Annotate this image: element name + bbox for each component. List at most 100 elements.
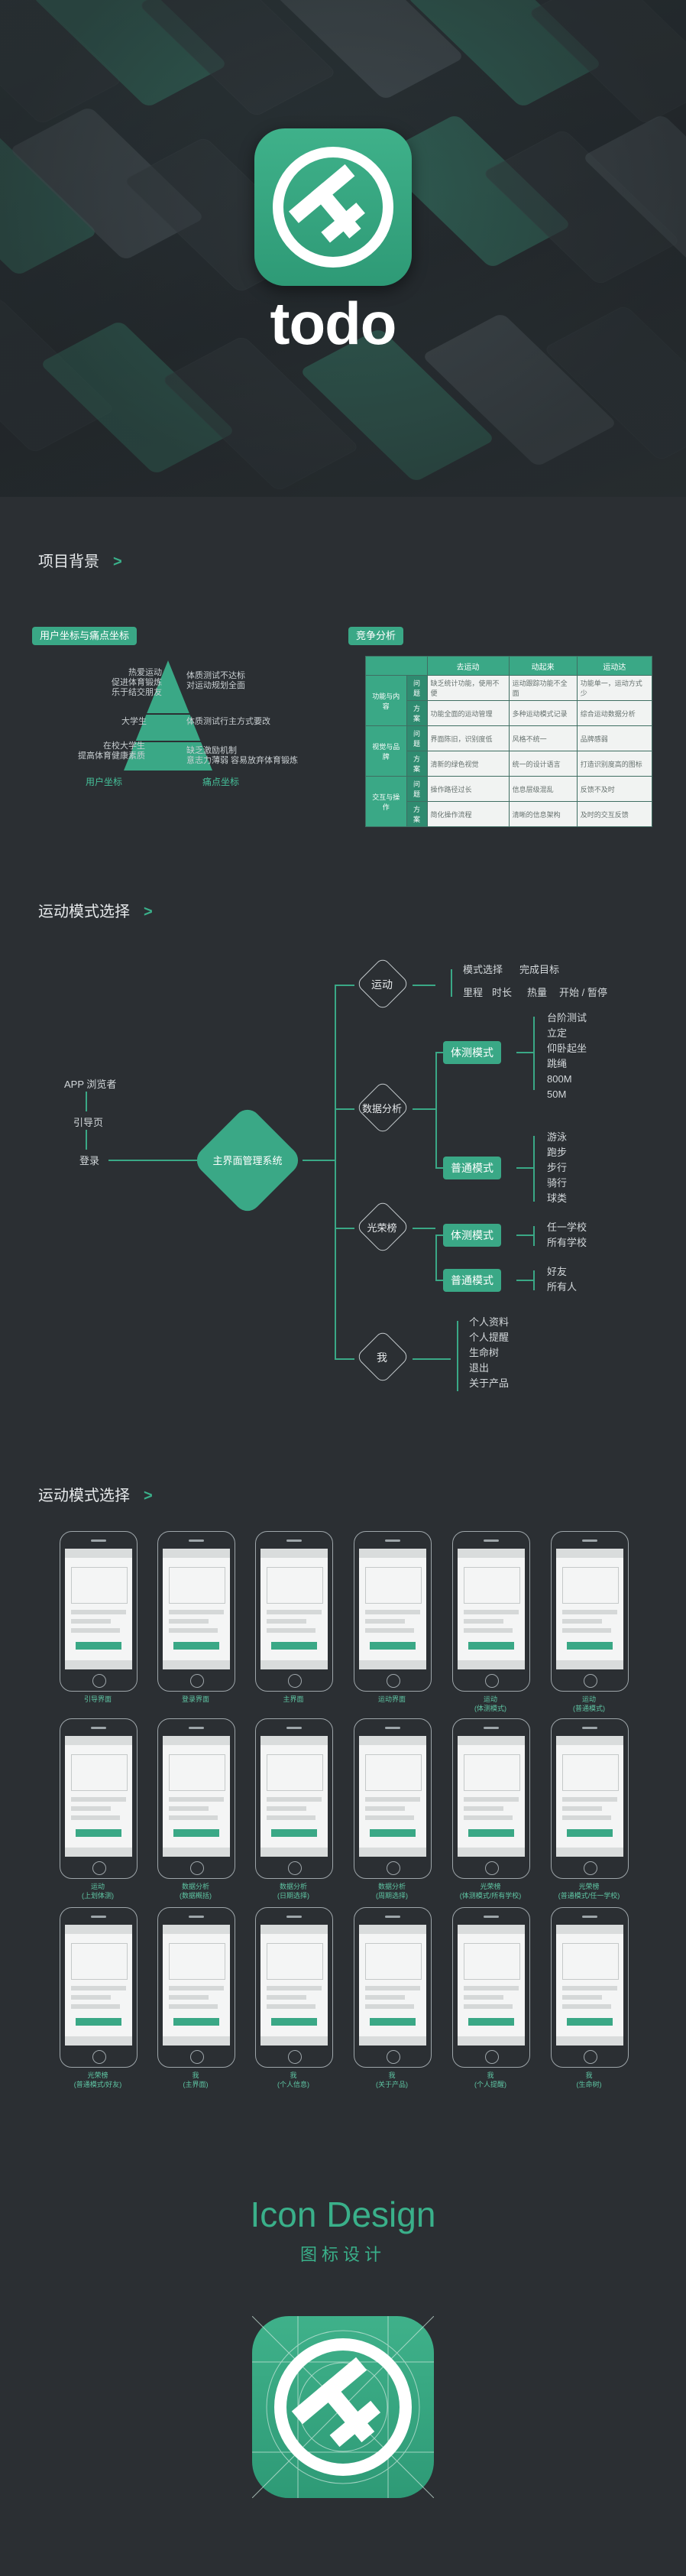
pain-right-2: 体质测试行主方式要改 — [186, 717, 270, 726]
phone-screen — [260, 1925, 328, 2046]
phone-screen — [163, 1736, 230, 1857]
wireframe-phone — [452, 1907, 530, 2068]
wireframe-phone — [157, 1907, 235, 2068]
rank-normal-list: 好友 所有人 — [547, 1266, 578, 1293]
phone-home-button — [190, 1674, 204, 1688]
wireframe-caption: 运动(普通模式) — [573, 1695, 605, 1712]
run-goal: 完成目标 — [519, 964, 560, 975]
icon-design-graphic — [251, 2315, 435, 2499]
chevron-right-icon: > — [144, 1488, 153, 1504]
phone-home-button — [288, 1674, 302, 1688]
pill-normal-mode[interactable]: 普通模式 — [443, 1157, 501, 1179]
wireframe-phone — [157, 1531, 235, 1692]
phone-speaker — [582, 1539, 597, 1542]
table-row: 视觉与品牌 问题 界面陈旧，识别度低 风格不统一 品牌感弱 — [365, 725, 653, 777]
table-row: 交互与操作 问题 操作路径过长 信息层级混乱 反馈不及时 — [365, 776, 653, 827]
rank-physical-list: 任一学校 所有学校 — [547, 1221, 587, 1248]
competition-table: 去运动 动起来 运动达 功能与内容 问题 缺乏统计功能，使用不便 运动跟踪功能不… — [365, 656, 653, 827]
wireframe-phone — [354, 1718, 432, 1879]
phone-screen — [458, 1736, 525, 1857]
icon-design-subtitle: 图标设计 — [299, 2245, 386, 2264]
phone-speaker — [484, 1539, 499, 1542]
wireframe-phone — [60, 1718, 138, 1879]
wireframe-caption: 我(个人提醒) — [474, 2072, 506, 2088]
wireframe-phone — [452, 1531, 530, 1692]
phone-screen — [260, 1736, 328, 1857]
pill-rank-physical[interactable]: 体测模式 — [443, 1224, 501, 1247]
phone-home-button — [584, 1861, 597, 1875]
phone-home-button — [288, 2050, 302, 2064]
phone-home-button — [387, 2050, 400, 2064]
section-title-mode-flow: 运动模式选择> — [38, 904, 153, 920]
run-mode-select: 模式选择 — [463, 964, 503, 975]
phone-speaker — [189, 1916, 204, 1918]
wireframe-caption: 数据分析(周期选择) — [376, 1883, 408, 1900]
wireframe-phone — [157, 1718, 235, 1879]
wireframe-caption: 运动界面 — [377, 1695, 406, 1703]
phone-speaker — [286, 1539, 302, 1542]
user-left-3: 在校大学生 提高体育健康素质 — [78, 741, 145, 761]
wireframe-caption: 数据分析(日期选择) — [277, 1883, 309, 1900]
table-header-cell: 去运动 — [426, 656, 510, 676]
run-calories: 热量 — [527, 987, 548, 998]
wireframe-phone — [354, 1907, 432, 2068]
wireframe-phone — [551, 1907, 629, 2068]
table-row: 方案 清新的绿色视觉 统一的设计语言 打造识别度高的图标 — [366, 751, 653, 777]
phone-home-button — [584, 2050, 597, 2064]
table-header-cell: 运动达 — [576, 656, 653, 676]
pain-right-3: 缺乏激励机制 意志力薄弱 容易放弃体育锻炼 — [186, 746, 299, 765]
wireframe-caption: 运动(体测模式) — [474, 1695, 506, 1712]
phone-home-button — [92, 1861, 106, 1875]
phone-screen — [359, 1925, 426, 2046]
phone-home-button — [485, 1861, 499, 1875]
todo-app-icon — [254, 128, 412, 286]
competition-header: 竞争分析 — [348, 627, 404, 645]
wireframe-caption: 引导界面 — [83, 1695, 112, 1703]
phone-speaker — [385, 1539, 400, 1542]
phone-speaker — [189, 1727, 204, 1729]
phone-home-button — [485, 1674, 499, 1688]
pill-rank-normal[interactable]: 普通模式 — [443, 1269, 501, 1292]
phone-speaker — [582, 1916, 597, 1918]
phone-screen — [458, 1925, 525, 2046]
phone-screen — [163, 1549, 230, 1669]
wireframe-caption: 我(生命树) — [576, 2072, 602, 2088]
wireframe-caption: 光荣榜(普通模式/任一学校) — [558, 1883, 620, 1900]
entry-guide-page: 引导页 — [73, 1117, 104, 1128]
wireframe-phone — [452, 1718, 530, 1879]
phone-screen — [65, 1736, 132, 1857]
phone-home-button — [288, 1861, 302, 1875]
phone-screen — [556, 1736, 623, 1857]
phone-screen — [65, 1549, 132, 1669]
hero-banner: todo — [0, 0, 686, 497]
table-row: 方案 简化操作流程 清晰的信息架构 及时的交互反馈 — [366, 801, 653, 827]
phone-home-button — [387, 1674, 400, 1688]
wireframe-phone — [255, 1531, 333, 1692]
footer-pain-coords: 痛点坐标 — [202, 777, 240, 787]
wireframe-caption: 我(主界面) — [183, 2072, 209, 2088]
run-start-pause: 开始 / 暂停 — [559, 987, 607, 998]
table-row: 功能与内容 问题 缺乏统计功能，使用不便 运动跟踪功能不全面 功能单一，运动方式… — [365, 675, 653, 726]
table-header-cell — [365, 656, 428, 676]
chevron-right-icon: > — [113, 553, 122, 570]
wireframe-phone — [60, 1531, 138, 1692]
user-left-1: 热爱运动 促进体育锻炼 乐于结交朋友 — [112, 668, 162, 697]
pyramid-chart — [124, 660, 212, 771]
footer-user-coords: 用户坐标 — [86, 777, 123, 787]
user-coords-header: 用户坐标与痛点坐标 — [32, 627, 138, 645]
phone-screen — [65, 1925, 132, 2046]
phone-home-button — [485, 2050, 499, 2064]
phone-screen — [556, 1549, 623, 1669]
pain-right-1: 体质测试不达标 对运动规划全面 — [186, 671, 245, 690]
pill-physical-mode[interactable]: 体测模式 — [443, 1041, 501, 1064]
table-row: 方案 功能全面的运动管理 多种运动模式记录 综合运动数据分析 — [366, 700, 653, 726]
user-left-2: 大学生 — [121, 717, 147, 726]
phone-speaker — [385, 1916, 400, 1918]
phone-speaker — [484, 1916, 499, 1918]
phone-speaker — [385, 1727, 400, 1729]
wireframe-caption: 我(关于产品) — [376, 2072, 408, 2088]
icon-design-title: Icon Design — [250, 2195, 436, 2234]
phone-screen — [556, 1925, 623, 2046]
run-distance: 里程 — [463, 987, 484, 998]
phone-screen — [163, 1925, 230, 2046]
